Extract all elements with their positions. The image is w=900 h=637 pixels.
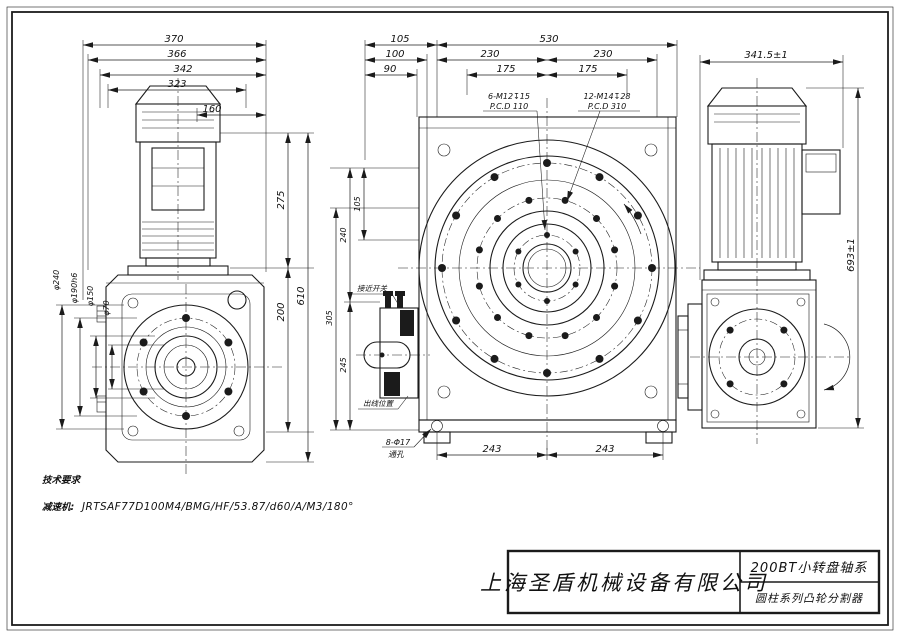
dim-100: 100 <box>385 49 404 60</box>
dim-200: 200 <box>276 302 287 321</box>
sensor-top-label: 接近开关 <box>357 284 387 293</box>
rotation-arrow <box>623 203 642 235</box>
flange-rings <box>418 139 676 397</box>
notes-heading: 技术要求 <box>42 474 82 486</box>
motor-right <box>703 87 841 281</box>
gearbox-side <box>96 274 265 463</box>
right-view: 341.5±1 693±1 <box>677 50 864 444</box>
dim-342: 342 <box>173 64 192 75</box>
front-view-dims-bottom: 243 243 8-Φ17 通孔 <box>382 428 664 460</box>
callout-inner-line1: 6-M12↧15 <box>488 92 530 101</box>
callout-holes-line2: 通孔 <box>388 450 405 459</box>
dim-dia150: φ150 <box>86 286 95 307</box>
left-view-dims-top: 370 366 342 323 160 <box>82 34 267 300</box>
company-name: 上海圣盾机械设备有限公司 <box>480 571 768 595</box>
dim-105l: 105 <box>353 196 362 211</box>
notes-label: 减速机: <box>42 501 75 513</box>
reducer-right <box>677 279 851 429</box>
dim-530: 530 <box>539 34 558 45</box>
front-view-dims-left: 105 240 245 305 <box>325 167 419 431</box>
front-view-dims-top: 105 530 100 230 230 90 175 175 <box>364 34 678 160</box>
dim-dia70: φ70 <box>102 300 111 315</box>
dim-610: 610 <box>296 286 307 305</box>
front-view: 接近开关 出线位置 105 530 100 230 <box>325 34 700 460</box>
dim-275: 275 <box>276 190 287 209</box>
dim-305: 305 <box>325 310 334 325</box>
dim-243a: 243 <box>482 444 501 455</box>
sensor-assembly: 接近开关 出线位置 <box>352 284 430 410</box>
dim-366: 366 <box>167 49 186 60</box>
product-name: 200BT小转盘轴系 <box>751 560 868 576</box>
dim-341-5: 341.5±1 <box>744 50 787 61</box>
dim-370: 370 <box>164 34 183 45</box>
thread-callouts: 6-M12↧15 P.C.D 110 12-M14↧28 P.C.D 310 <box>483 92 640 231</box>
dim-693: 693±1 <box>846 238 857 272</box>
dim-160: 160 <box>202 104 221 115</box>
dim-230b: 230 <box>593 49 612 60</box>
dim-323: 323 <box>167 79 186 90</box>
sensor-bottom-label: 出线位置 <box>363 399 394 408</box>
motor-side <box>127 85 229 276</box>
left-view-dims-right: 275 200 610 <box>220 132 314 463</box>
dim-240: 240 <box>339 227 348 242</box>
right-view-dims: 341.5±1 693±1 <box>699 50 864 429</box>
dim-dia240: φ240 <box>52 270 61 291</box>
dim-230a: 230 <box>480 49 499 60</box>
callout-outer-line2: P.C.D 310 <box>588 102 626 111</box>
callout-outer-line1: 12-M14↧28 <box>583 92 630 101</box>
title-block: 上海圣盾机械设备有限公司 200BT小转盘轴系 圆柱系列凸轮分割器 <box>480 549 881 615</box>
dim-243b: 243 <box>595 444 614 455</box>
drawing-border <box>6 6 894 631</box>
dim-dia190h6: φ190h6 <box>70 273 79 304</box>
callout-holes-line1: 8-Φ17 <box>386 438 411 447</box>
notes-value: JRTSAF77D100M4/BMG/HF/53.87/d60/A/M3/180… <box>80 501 354 513</box>
dim-245: 245 <box>339 357 348 372</box>
rotation-arrow-side <box>823 323 851 391</box>
dim-105t: 105 <box>390 34 409 45</box>
notes: 技术要求 减速机: JRTSAF77D100M4/BMG/HF/53.87/d6… <box>42 474 354 513</box>
left-view-dims-dia: φ240 φ190h6 φ150 φ70 <box>52 270 164 430</box>
left-view: 370 366 342 323 160 275 200 610 <box>52 34 314 474</box>
dim-90: 90 <box>384 64 397 75</box>
dim-175a: 175 <box>496 64 515 75</box>
dim-175b: 175 <box>578 64 597 75</box>
series-name: 圆柱系列凸轮分割器 <box>755 592 863 605</box>
callout-inner-line2: P.C.D 110 <box>490 102 528 111</box>
